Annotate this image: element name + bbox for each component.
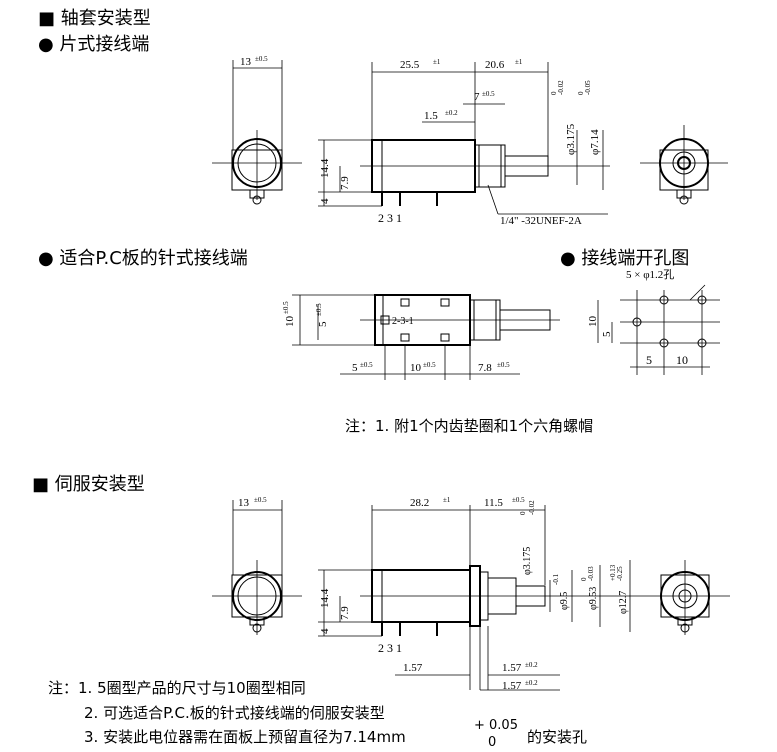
svg-text:±1: ±1 xyxy=(443,496,451,504)
svg-text:-0.1: -0.1 xyxy=(552,573,560,585)
fig1-side-view: 25.5 ±1 20.6 ±1 7 ±0.5 1.5 ±0.2 2 3 1 14… xyxy=(318,58,610,227)
fig2-width-5: 5 xyxy=(352,362,358,374)
header-pcb-pin-terminal: ● 适合P.C板的针式接线端 xyxy=(38,248,248,269)
fig1-shaft-length: 20.6 xyxy=(485,59,505,71)
fig4-pilot-diameter: φ9.53 xyxy=(588,587,599,610)
svg-text:±1: ±1 xyxy=(515,58,523,66)
fig3-hole-spec: 5 × φ1.2孔 xyxy=(626,268,674,281)
svg-text:±0.2: ±0.2 xyxy=(525,661,538,669)
svg-text:±0.5: ±0.5 xyxy=(254,496,267,504)
fig3-hole-pattern: 5 × φ1.2孔 10 5 5 10 xyxy=(587,268,720,375)
svg-text:±0.5: ±0.5 xyxy=(282,301,290,314)
fig1-bushing-length: 7 xyxy=(474,91,480,103)
fig1-pin-labels: 2 3 1 xyxy=(378,211,402,225)
note-five-turn: 注：1. 5圈型产品的尺寸与10圈型相同 xyxy=(48,679,306,697)
fig1-height-4: 4 xyxy=(319,198,331,204)
fig4-body-length: 28.2 xyxy=(410,497,429,509)
fig4-height-144: 14.4 xyxy=(319,588,331,608)
fig4-front-view: 13 ±0.5 xyxy=(212,496,302,635)
svg-text:-0.05: -0.05 xyxy=(584,80,592,95)
svg-text:±0.5: ±0.5 xyxy=(315,303,323,316)
fig1-width-tol: ±0.5 xyxy=(255,55,268,63)
note-panel-hole: 3. 安装此电位器需在面板上预留直径为7.14mm xyxy=(84,728,406,746)
header-terminal-hole-pattern: ● 接线端开孔图 xyxy=(560,248,690,269)
svg-text:0: 0 xyxy=(550,91,558,95)
fig2-width-10: 10 xyxy=(410,362,422,374)
fig1-bushing-diameter: φ7.14 xyxy=(589,129,601,155)
fig3-vertical-10: 10 xyxy=(587,316,599,328)
fig4-side-view: 28.2 ±1 11.5 ±0.5 2 3 1 14.4 7.9 4 φ3.17… xyxy=(318,496,640,692)
fig3-horizontal-10: 10 xyxy=(676,353,688,367)
fig4-dim-157-b: 1.57 xyxy=(502,662,522,674)
fig2-width-78: 7.8 xyxy=(478,362,492,374)
svg-text:±0.2: ±0.2 xyxy=(525,679,538,687)
fig4-dim-157-c: 1.57 xyxy=(502,680,522,692)
note-panel-hole-tol-zero: 0 xyxy=(488,735,497,750)
svg-text:±1: ±1 xyxy=(433,58,441,66)
note-panel-hole-tail: 的安装孔 xyxy=(527,728,588,746)
note-servo-pcb-option: 2. 可选适合P.C.板的针式接线端的伺服安装型 xyxy=(84,704,385,722)
fig1-body-length: 25.5 xyxy=(400,59,420,71)
fig4-rear-view xyxy=(640,560,730,635)
fig4-hub-diameter: φ9.5 xyxy=(559,592,570,610)
fig1-height-79: 7.9 xyxy=(339,176,351,190)
svg-text:±0.5: ±0.5 xyxy=(497,361,510,369)
fig4-pin-labels: 2 3 1 xyxy=(378,641,402,655)
svg-text:+0.13: +0.13 xyxy=(609,564,617,581)
fig4-flange-diameter: φ12.7 xyxy=(618,591,629,614)
fig1-shaft-diameter: φ3.175 xyxy=(565,123,577,155)
svg-text:±0.5: ±0.5 xyxy=(512,496,525,504)
fig1-flange-label: 1.5 xyxy=(424,110,438,122)
fig2-height-10: 10 xyxy=(284,316,296,328)
svg-text:-0.02: -0.02 xyxy=(528,500,536,515)
fig2-pin-labels: 2-3-1 xyxy=(392,316,414,327)
header-shaft-mount: ■ 轴套安装型 xyxy=(38,8,151,29)
fig4-height-4: 4 xyxy=(319,628,331,634)
fig3-vertical-5: 5 xyxy=(601,331,613,337)
note-panel-hole-tol-plus: + 0.05 xyxy=(474,718,518,733)
svg-text:-0.03: -0.03 xyxy=(587,566,595,581)
svg-text:±0.2: ±0.2 xyxy=(445,109,458,117)
note-accessories: 注：1. 附1个内齿垫圈和1个六角螺帽 xyxy=(345,417,594,435)
svg-text:-0.25: -0.25 xyxy=(616,566,624,581)
fig4-dim-157-a: 1.57 xyxy=(403,662,423,674)
svg-text:±0.5: ±0.5 xyxy=(482,90,495,98)
svg-text:0: 0 xyxy=(580,577,588,581)
fig4-shaft-length: 11.5 xyxy=(484,497,503,509)
fig1-width-label: 13 xyxy=(240,56,252,68)
fig2-pcb-side-view: 2-3-1 10 ±0.5 5 ±0.5 5 ±0.5 10 ±0.5 7.8 … xyxy=(282,294,560,380)
fig3-horizontal-5: 5 xyxy=(646,353,652,367)
svg-text:±0.5: ±0.5 xyxy=(423,361,436,369)
fig1-thread-spec: 1/4" -32UNEF-2A xyxy=(500,215,582,227)
fig4-height-79: 7.9 xyxy=(339,606,351,620)
fig1-rear-view xyxy=(640,125,728,205)
fig1-front-view: 13 ±0.5 xyxy=(212,55,302,205)
svg-text:±0.5: ±0.5 xyxy=(360,361,373,369)
fig4-shaft-diameter: φ3.175 xyxy=(522,547,533,575)
header-tab-terminal: ● 片式接线端 xyxy=(38,34,150,55)
fig4-width-label: 13 xyxy=(238,497,250,509)
svg-text:0: 0 xyxy=(577,91,585,95)
header-servo-mount: ■ 伺服安装型 xyxy=(32,474,145,495)
svg-text:0: 0 xyxy=(519,511,527,515)
fig2-height-5: 5 xyxy=(317,321,329,327)
svg-text:-0.02: -0.02 xyxy=(557,80,565,95)
fig1-height-144: 14.4 xyxy=(319,158,331,178)
